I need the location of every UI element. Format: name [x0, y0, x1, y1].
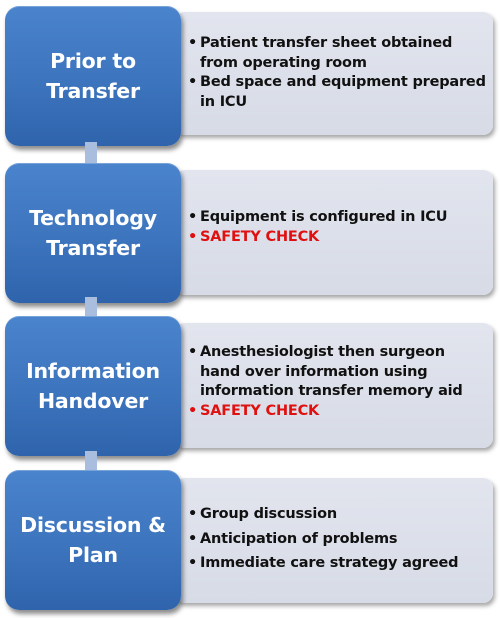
step-3-safety-check: •SAFETY CHECK: [188, 402, 320, 419]
step-2-title: Technology Transfer: [29, 206, 157, 260]
step-4-bullets: •Group discussion •Anticipation of probl…: [188, 505, 488, 574]
step-4-panel: [175, 478, 493, 603]
step-4-bullet-2: •Anticipation of problems: [188, 530, 398, 547]
step-1-bullet-2: •Bed space and equipment prepared in ICU: [188, 74, 486, 110]
step-4-box: Discussion & Plan: [5, 470, 181, 610]
step-2-bullets: •Equipment is configured in ICU •SAFETY …: [188, 208, 488, 247]
step-3-box: Information Handover: [5, 316, 181, 456]
step-4-bullet-1: •Group discussion: [188, 506, 337, 522]
step-2-bullet-1: •Equipment is configured in ICU: [188, 209, 448, 225]
step-3-panel: [175, 323, 493, 448]
step-1-bullet-1: •Patient transfer sheet obtained from op…: [188, 35, 453, 71]
step-3-bullet-1: •Anesthesiologist then surgeon hand over…: [188, 344, 463, 399]
step-1-panel: [175, 12, 493, 135]
step-2-safety-check: •SAFETY CHECK: [188, 228, 320, 245]
step-3-title: Information Handover: [26, 359, 160, 413]
step-2-box: Technology Transfer: [5, 163, 181, 303]
step-2-panel: [175, 170, 493, 295]
step-1-bullets: •Patient transfer sheet obtained from op…: [188, 34, 488, 112]
step-1-title: Prior to Transfer: [46, 49, 140, 103]
step-4-title: Discussion & Plan: [20, 513, 166, 567]
step-1-box: Prior to Transfer: [5, 6, 181, 146]
step-4-bullet-3: •Immediate care strategy agreed: [188, 555, 459, 571]
step-3-bullets: •Anesthesiologist then surgeon hand over…: [188, 343, 488, 421]
